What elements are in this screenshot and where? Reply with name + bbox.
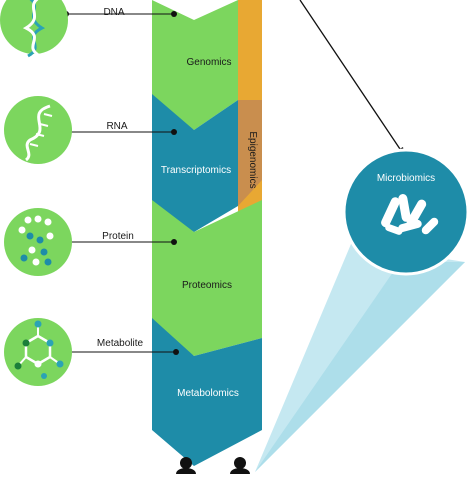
protein-chain-icon [18,215,54,266]
layer-genomics [152,0,238,130]
person-silhouette-icon [176,457,250,474]
molecule-label-protein: Protein [102,231,134,242]
layer-label-genomics: Genomics [186,57,231,68]
epigenomics-label: Epigenomics [247,131,258,188]
metabolite-circle [4,318,72,386]
rna-strand-icon [24,104,53,162]
metabolite-molecule-icon [14,320,64,379]
molecule-label-dna: DNA [103,7,124,18]
layer-label-metabolomics: Metabolomics [177,388,239,399]
bacteria-icon [381,194,439,235]
layer-label-transcriptomics: Transcriptomics [161,165,231,176]
microbiome-label: Microbiomics [377,173,435,184]
layer-proteomics [152,200,262,356]
rna-circle [4,96,72,164]
layer-metabolomics [152,318,262,466]
microbiome-arrow-line [299,0,403,153]
dna-circle [0,0,68,54]
epigenomics-band-overlap [238,100,262,206]
layer-transcriptomics [152,94,238,232]
molecule-label-metabolite: Metabolite [97,338,144,349]
layer-label-proteomics: Proteomics [182,280,232,291]
molecule-label-rna: RNA [106,121,127,132]
dna-helix-icon [22,0,46,58]
microbiome-cone-shade [255,262,465,472]
